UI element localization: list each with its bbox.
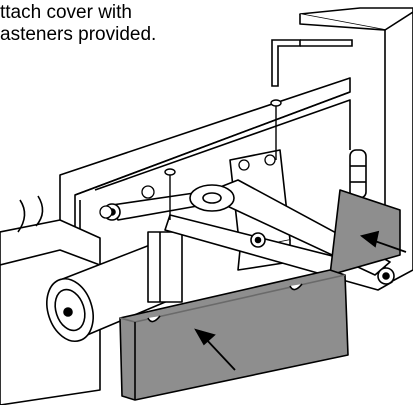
door-frame-header [299, 7, 413, 286]
instruction-line-2: asteners provided. [0, 24, 157, 45]
door-hinge [349, 149, 367, 199]
hex-key-icon [271, 39, 353, 87]
arrow-icon [194, 230, 407, 371]
screw-icon [164, 99, 282, 220]
mounting-screws [99, 154, 276, 219]
closer-body [46, 231, 183, 342]
mounting-bracket [59, 77, 351, 241]
closer-cover [119, 189, 401, 401]
instruction-caption: ttach cover with asteners provided. [0, 2, 240, 46]
instruction-line-1: ttach cover with [0, 2, 132, 23]
